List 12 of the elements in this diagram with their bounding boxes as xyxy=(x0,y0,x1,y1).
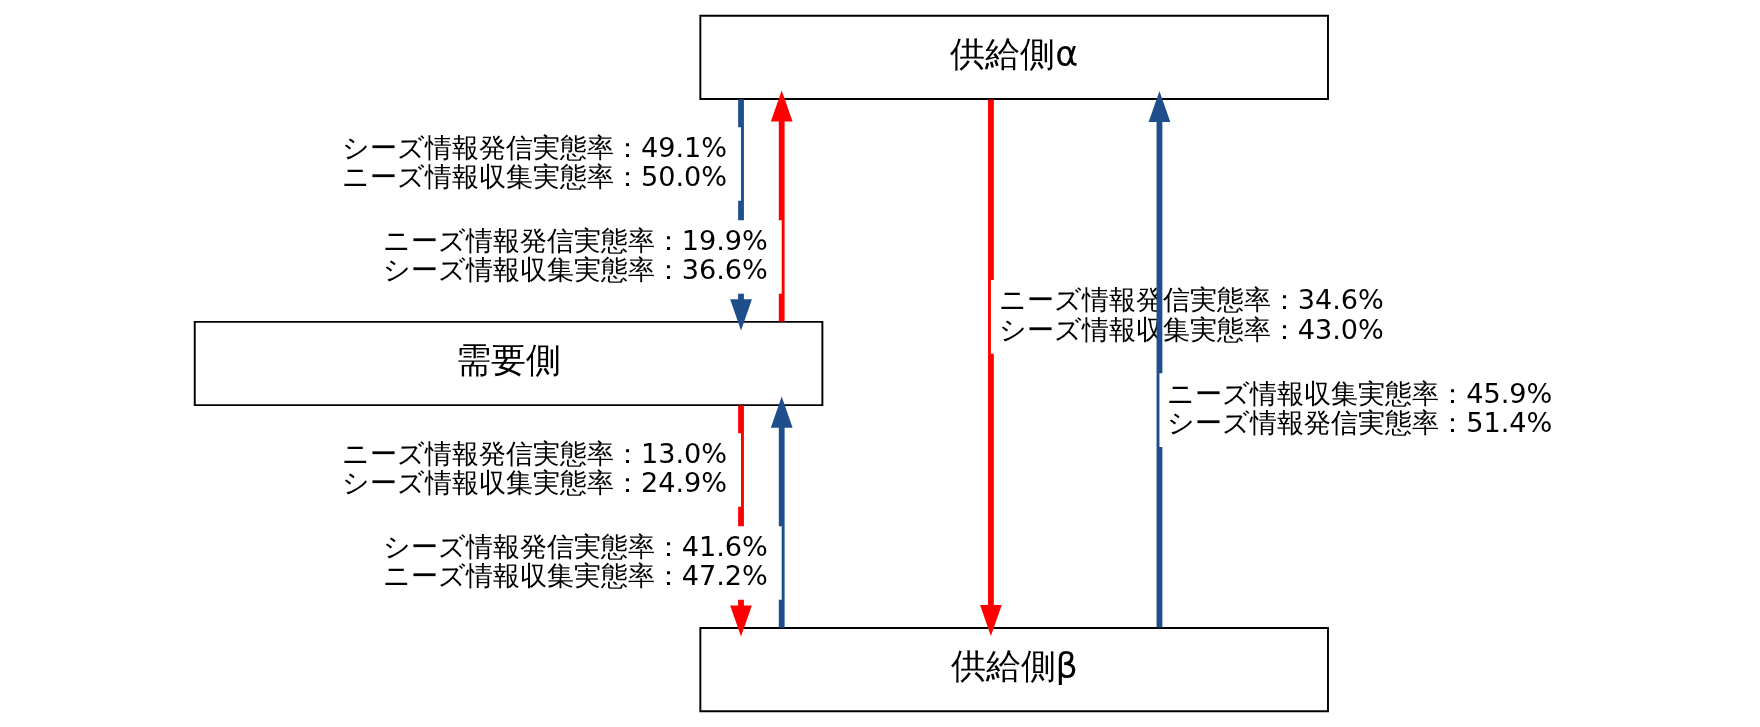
edge-label: ニーズ情報発信実態率：19.9% シーズ情報収集実態率：36.6% xyxy=(382,224,768,285)
node-box: 需要側 xyxy=(193,320,823,407)
edge-label: シーズ情報発信実態率：49.1% ニーズ情報収集実態率：50.0% xyxy=(341,131,727,192)
arrow xyxy=(770,396,793,628)
node-box: 供給側α xyxy=(698,14,1329,101)
arrow xyxy=(770,90,793,322)
edge-label: ニーズ情報収集実態率：45.9% シーズ情報発信実態率：51.4% xyxy=(1166,377,1552,438)
arrow xyxy=(979,99,1002,636)
edge-label: シーズ情報発信実態率：41.6% ニーズ情報収集実態率：47.2% xyxy=(382,530,768,591)
node-box: 供給側β xyxy=(698,626,1329,713)
edge-label: ニーズ情報発信実態率：13.0% シーズ情報収集実態率：24.9% xyxy=(341,437,727,498)
arrow xyxy=(1148,91,1170,628)
